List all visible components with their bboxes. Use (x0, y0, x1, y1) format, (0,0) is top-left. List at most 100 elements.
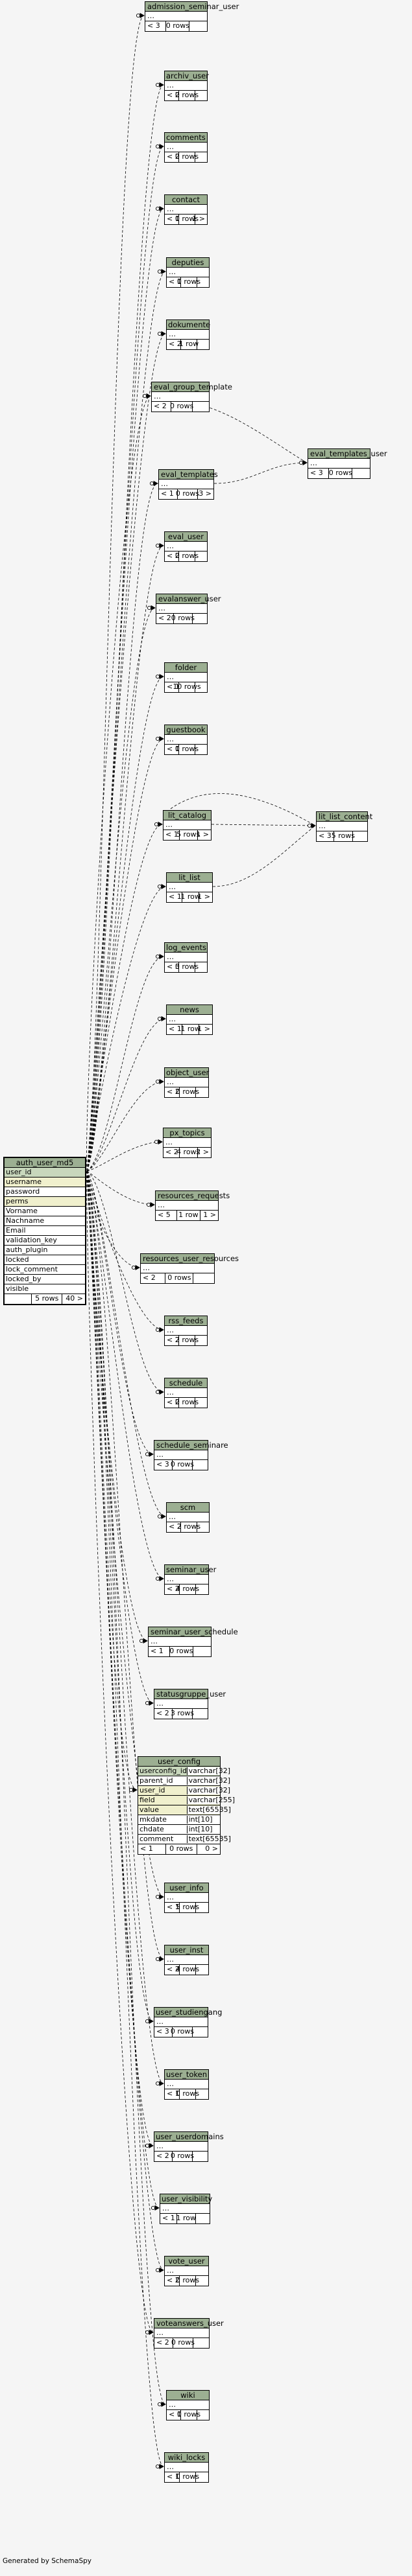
child-count (195, 152, 207, 162)
table-name: comments (165, 133, 207, 143)
table-name: rss_feeds (165, 1316, 207, 1326)
table-name: user_token (165, 2070, 208, 2080)
table-name: wiki (167, 2391, 209, 2400)
collapsed-columns: … (317, 822, 367, 831)
row-count: 0 rows (175, 745, 199, 754)
parent-count: < 2 (165, 91, 180, 100)
parent-count: < 2 (165, 1087, 180, 1097)
parent-count: < 1 (167, 1025, 182, 1034)
child-count: 0 > (205, 1844, 218, 1853)
row-count: 10 rows (173, 682, 201, 692)
table-name: eval_group_template (152, 382, 232, 392)
parent-count: < 2 (165, 1336, 180, 1345)
child-count (197, 2410, 209, 2420)
row-count: 1 row (177, 1211, 201, 1220)
row-count: 0 rows (171, 2338, 195, 2348)
column-type: text[65535] (187, 1834, 231, 1844)
child-count: 1 > (197, 1025, 210, 1034)
child-count (193, 2027, 208, 2037)
column-type: text[65535] (187, 1805, 231, 1815)
row-count: 0 rows (175, 91, 199, 100)
table-name: user_config (138, 1757, 220, 1767)
row-count: 4 rows (175, 1584, 200, 1594)
child-count (196, 2089, 208, 2099)
row-count: 0 rows (165, 1273, 194, 1283)
table-name: resources_user_resources (141, 1254, 239, 1264)
table-name: lit_list_content (317, 812, 372, 822)
table-name: log_events (165, 943, 207, 953)
parent-count: < 1 (165, 2089, 180, 2099)
collapsed-columns: … (165, 1575, 208, 1584)
parent-count: < 2 (141, 1273, 166, 1283)
row-count: 0 rows (170, 2027, 195, 2037)
child-count (196, 1087, 208, 1097)
child-count (196, 1584, 208, 1594)
collapsed-columns: … (164, 820, 211, 830)
child-count (195, 91, 207, 100)
row-count: 0 rows (176, 2410, 201, 2420)
table-name: archiv_user (165, 71, 209, 81)
parent-count: < 2 (154, 2152, 173, 2161)
column-name: userconfig_id (138, 1766, 188, 1776)
parent-count: < 3 (308, 469, 330, 478)
parent-count: < 2 (154, 1709, 173, 1719)
column-name: Email (5, 1226, 85, 1236)
child-count (196, 2276, 208, 2286)
child-count (195, 745, 207, 754)
column-name: locked (5, 1255, 85, 1265)
table-name: guestbook (165, 725, 207, 735)
child-count (196, 1903, 208, 1912)
collapsed-columns: … (167, 268, 209, 277)
child-count: 2 > (196, 1148, 209, 1157)
column-name: auth_plugin (5, 1246, 85, 1255)
table-name: statusgruppe_user (154, 1689, 226, 1699)
